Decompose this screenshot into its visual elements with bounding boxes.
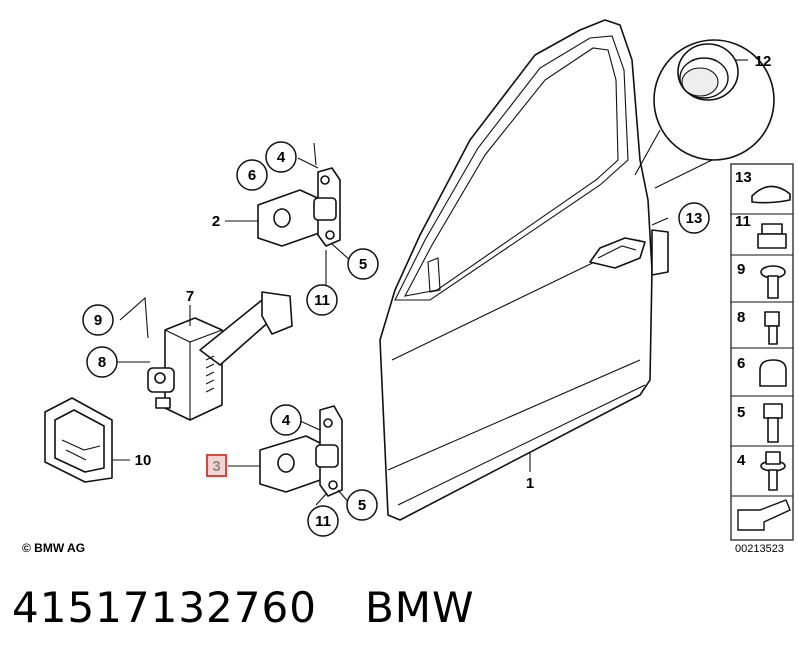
callout-7: 7: [186, 288, 194, 305]
svg-text:8: 8: [98, 354, 106, 371]
leader-lines: [112, 59, 748, 506]
brand-name: BMW: [364, 583, 475, 632]
svg-text:7: 7: [186, 288, 194, 305]
svg-text:13: 13: [686, 210, 703, 227]
callout-4-lower: 4: [270, 404, 302, 436]
callout-5-upper: 5: [347, 248, 379, 280]
callout-11-lower: 11: [307, 505, 339, 537]
door-check-seal: [44, 397, 113, 483]
svg-text:5: 5: [737, 404, 745, 421]
callout-10: 10: [135, 452, 152, 469]
callout-3-highlighted: 3: [206, 454, 227, 477]
callout-2: 2: [212, 213, 220, 230]
legend-item-13: 13: [735, 169, 791, 204]
copyright-notice: © BMW AG: [22, 541, 86, 555]
zoom-detail-circle: [634, 39, 775, 189]
svg-text:1: 1: [526, 475, 534, 492]
svg-text:12: 12: [755, 53, 772, 70]
part-caption: 41517132760 BMW: [12, 583, 523, 632]
legend-item-5: 5: [737, 403, 783, 443]
legend-item-4: 4: [737, 451, 786, 491]
legend-item-9: 9: [737, 261, 786, 299]
diagram-id: 00213523: [735, 543, 784, 555]
callout-1: 1: [526, 475, 534, 492]
callout-12: 12: [755, 53, 772, 70]
svg-text:4: 4: [737, 452, 746, 469]
svg-text:10: 10: [135, 452, 152, 469]
part-number: 41517132760: [12, 583, 317, 632]
callout-9: 9: [82, 304, 114, 336]
fastener-legend: 13 11 9 8 6 5 4: [730, 163, 794, 541]
svg-text:9: 9: [94, 312, 102, 329]
lower-hinge: [259, 405, 343, 497]
callout-6: 6: [236, 159, 268, 191]
svg-text:8: 8: [737, 309, 745, 326]
svg-text:2: 2: [212, 213, 220, 230]
svg-text:11: 11: [314, 292, 330, 309]
svg-text:5: 5: [358, 497, 366, 514]
callout-4-upper: 4: [265, 141, 297, 173]
callout-5-lower: 5: [346, 489, 378, 521]
callout-13: 13: [678, 202, 710, 234]
callout-8: 8: [86, 346, 118, 378]
arrow-icon: [737, 499, 791, 531]
svg-text:4: 4: [282, 412, 291, 429]
svg-text:11: 11: [315, 513, 331, 530]
legend-item-8: 8: [737, 309, 780, 345]
svg-text:13: 13: [735, 169, 752, 186]
svg-text:11: 11: [735, 213, 751, 230]
parts-diagram: 4 6 2 5 11 9 7 8 10 3 4 5 11: [44, 19, 794, 541]
door-shell: [379, 19, 669, 521]
callout-11-upper: 11: [306, 284, 338, 316]
svg-text:4: 4: [277, 149, 286, 166]
legend-item-6: 6: [737, 355, 787, 387]
svg-text:6: 6: [737, 355, 745, 372]
legend-item-11: 11: [735, 213, 787, 249]
svg-text:3: 3: [212, 458, 220, 475]
svg-text:9: 9: [737, 261, 745, 278]
svg-text:5: 5: [359, 256, 367, 273]
upper-hinge: [257, 167, 341, 247]
door-check: [147, 291, 293, 421]
svg-text:6: 6: [248, 167, 256, 184]
